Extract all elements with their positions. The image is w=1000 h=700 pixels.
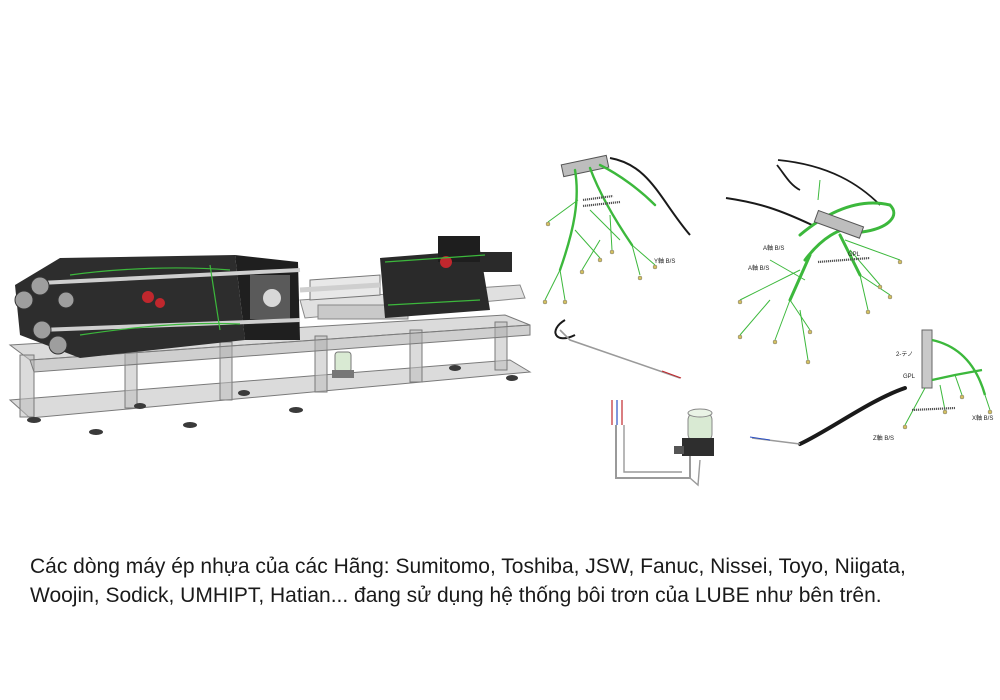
label-gpl-2: GPL (903, 374, 916, 380)
japanese-callout-3 (911, 406, 956, 412)
label-z-bs: Z軸 B/S (873, 434, 894, 442)
label-2nd-stage: 2-テノ (896, 351, 913, 358)
lubrication-piping-diagram: Y軸 B/S (542, 154, 993, 487)
label-gpl: GPL (848, 252, 861, 258)
label-x-bs: X軸 B/S (972, 414, 993, 422)
label-a-bs-2: A軸 B/S (748, 264, 769, 272)
clamp-lube-network: A軸 B/S A軸 B/S GPL (725, 159, 903, 365)
japanese-callout-2 (817, 256, 871, 264)
clamp-unit (14, 255, 301, 358)
machine-lube-pump (332, 351, 354, 378)
machine-lubrication-diagram: Y軸 B/S (8, 154, 993, 487)
central-lube-pump (611, 400, 714, 487)
injection-unit (299, 236, 526, 320)
ejector-lube-network: 2-テノ GPL Z軸 B/S X軸 B/S (749, 329, 993, 446)
injection-lube-network: Y軸 B/S (542, 154, 691, 379)
label-a-bs-1: A軸 B/S (763, 244, 784, 252)
caption-text: Các dòng máy ép nhựa của các Hãng: Sumit… (30, 555, 906, 607)
injection-molding-machine (8, 236, 532, 435)
label-y-bs: Y軸 B/S (654, 257, 675, 265)
machine-feet (27, 365, 518, 435)
japanese-callout-1 (582, 194, 621, 208)
